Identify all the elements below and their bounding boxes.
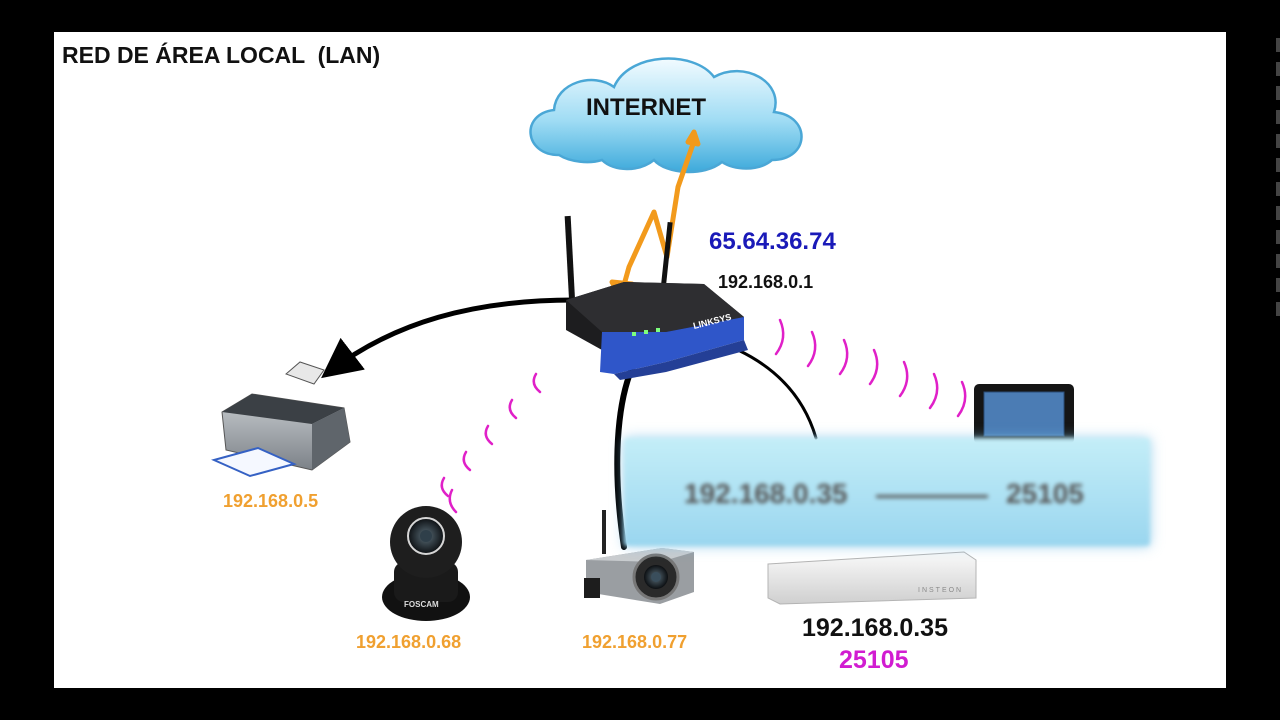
wifi-waves-right-icon: [774, 318, 967, 418]
scroll-tick: [1276, 134, 1280, 148]
camera-2-icon: [584, 510, 694, 604]
hub-port-label: 25105: [839, 646, 909, 674]
camera-1-icon: FOSCAM: [382, 506, 470, 621]
scroll-tick: [1276, 62, 1280, 76]
scroll-tick: [1276, 38, 1280, 52]
scroll-tick: [1276, 254, 1280, 268]
hub-ip-label: 192.168.0.35: [802, 614, 948, 642]
video-letterbox: [1226, 32, 1280, 688]
diagram-canvas: LINKSYS: [54, 32, 1226, 688]
scroll-tick: [1276, 278, 1280, 292]
scroll-tick: [1276, 230, 1280, 244]
network-cables: [321, 297, 818, 550]
internet-label: INTERNET: [586, 94, 706, 121]
camera-1-ip-label: 192.168.0.68: [356, 632, 462, 652]
scroll-tick: [1276, 86, 1280, 100]
diagram-graphics: LINKSYS: [211, 57, 1074, 621]
scroll-tick: [1276, 182, 1280, 196]
scroll-tick: [1276, 110, 1280, 124]
port-forward-port: 25105: [1006, 478, 1084, 509]
wifi-waves-left-icon: [440, 372, 542, 514]
camera-2-ip-label: 192.168.0.77: [582, 632, 688, 652]
internet-cloud-icon: [529, 57, 803, 174]
printer-icon: [211, 361, 351, 478]
scroll-tick: [1276, 206, 1280, 220]
port-forward-connector: [876, 495, 988, 498]
printer-ip-label: 192.168.0.5: [223, 491, 319, 511]
tablet-icon: [974, 384, 1074, 444]
svg-text:INSTEON: INSTEON: [918, 587, 963, 594]
scroll-tick: [1276, 302, 1280, 316]
page-title: RED DE ÁREA LOCAL (LAN): [62, 42, 381, 68]
scroll-tick: [1276, 158, 1280, 172]
svg-text:FOSCAM: FOSCAM: [404, 600, 439, 609]
router-wan-ip: 65.64.36.74: [709, 228, 836, 255]
hub-icon: INSTEON: [767, 551, 977, 605]
router-icon: LINKSYS: [564, 215, 748, 380]
port-forward-entry: 192.168.0.35 25105: [624, 438, 1150, 546]
port-forward-ip: 192.168.0.35: [684, 478, 848, 509]
router-lan-ip: 192.168.0.1: [718, 272, 814, 292]
